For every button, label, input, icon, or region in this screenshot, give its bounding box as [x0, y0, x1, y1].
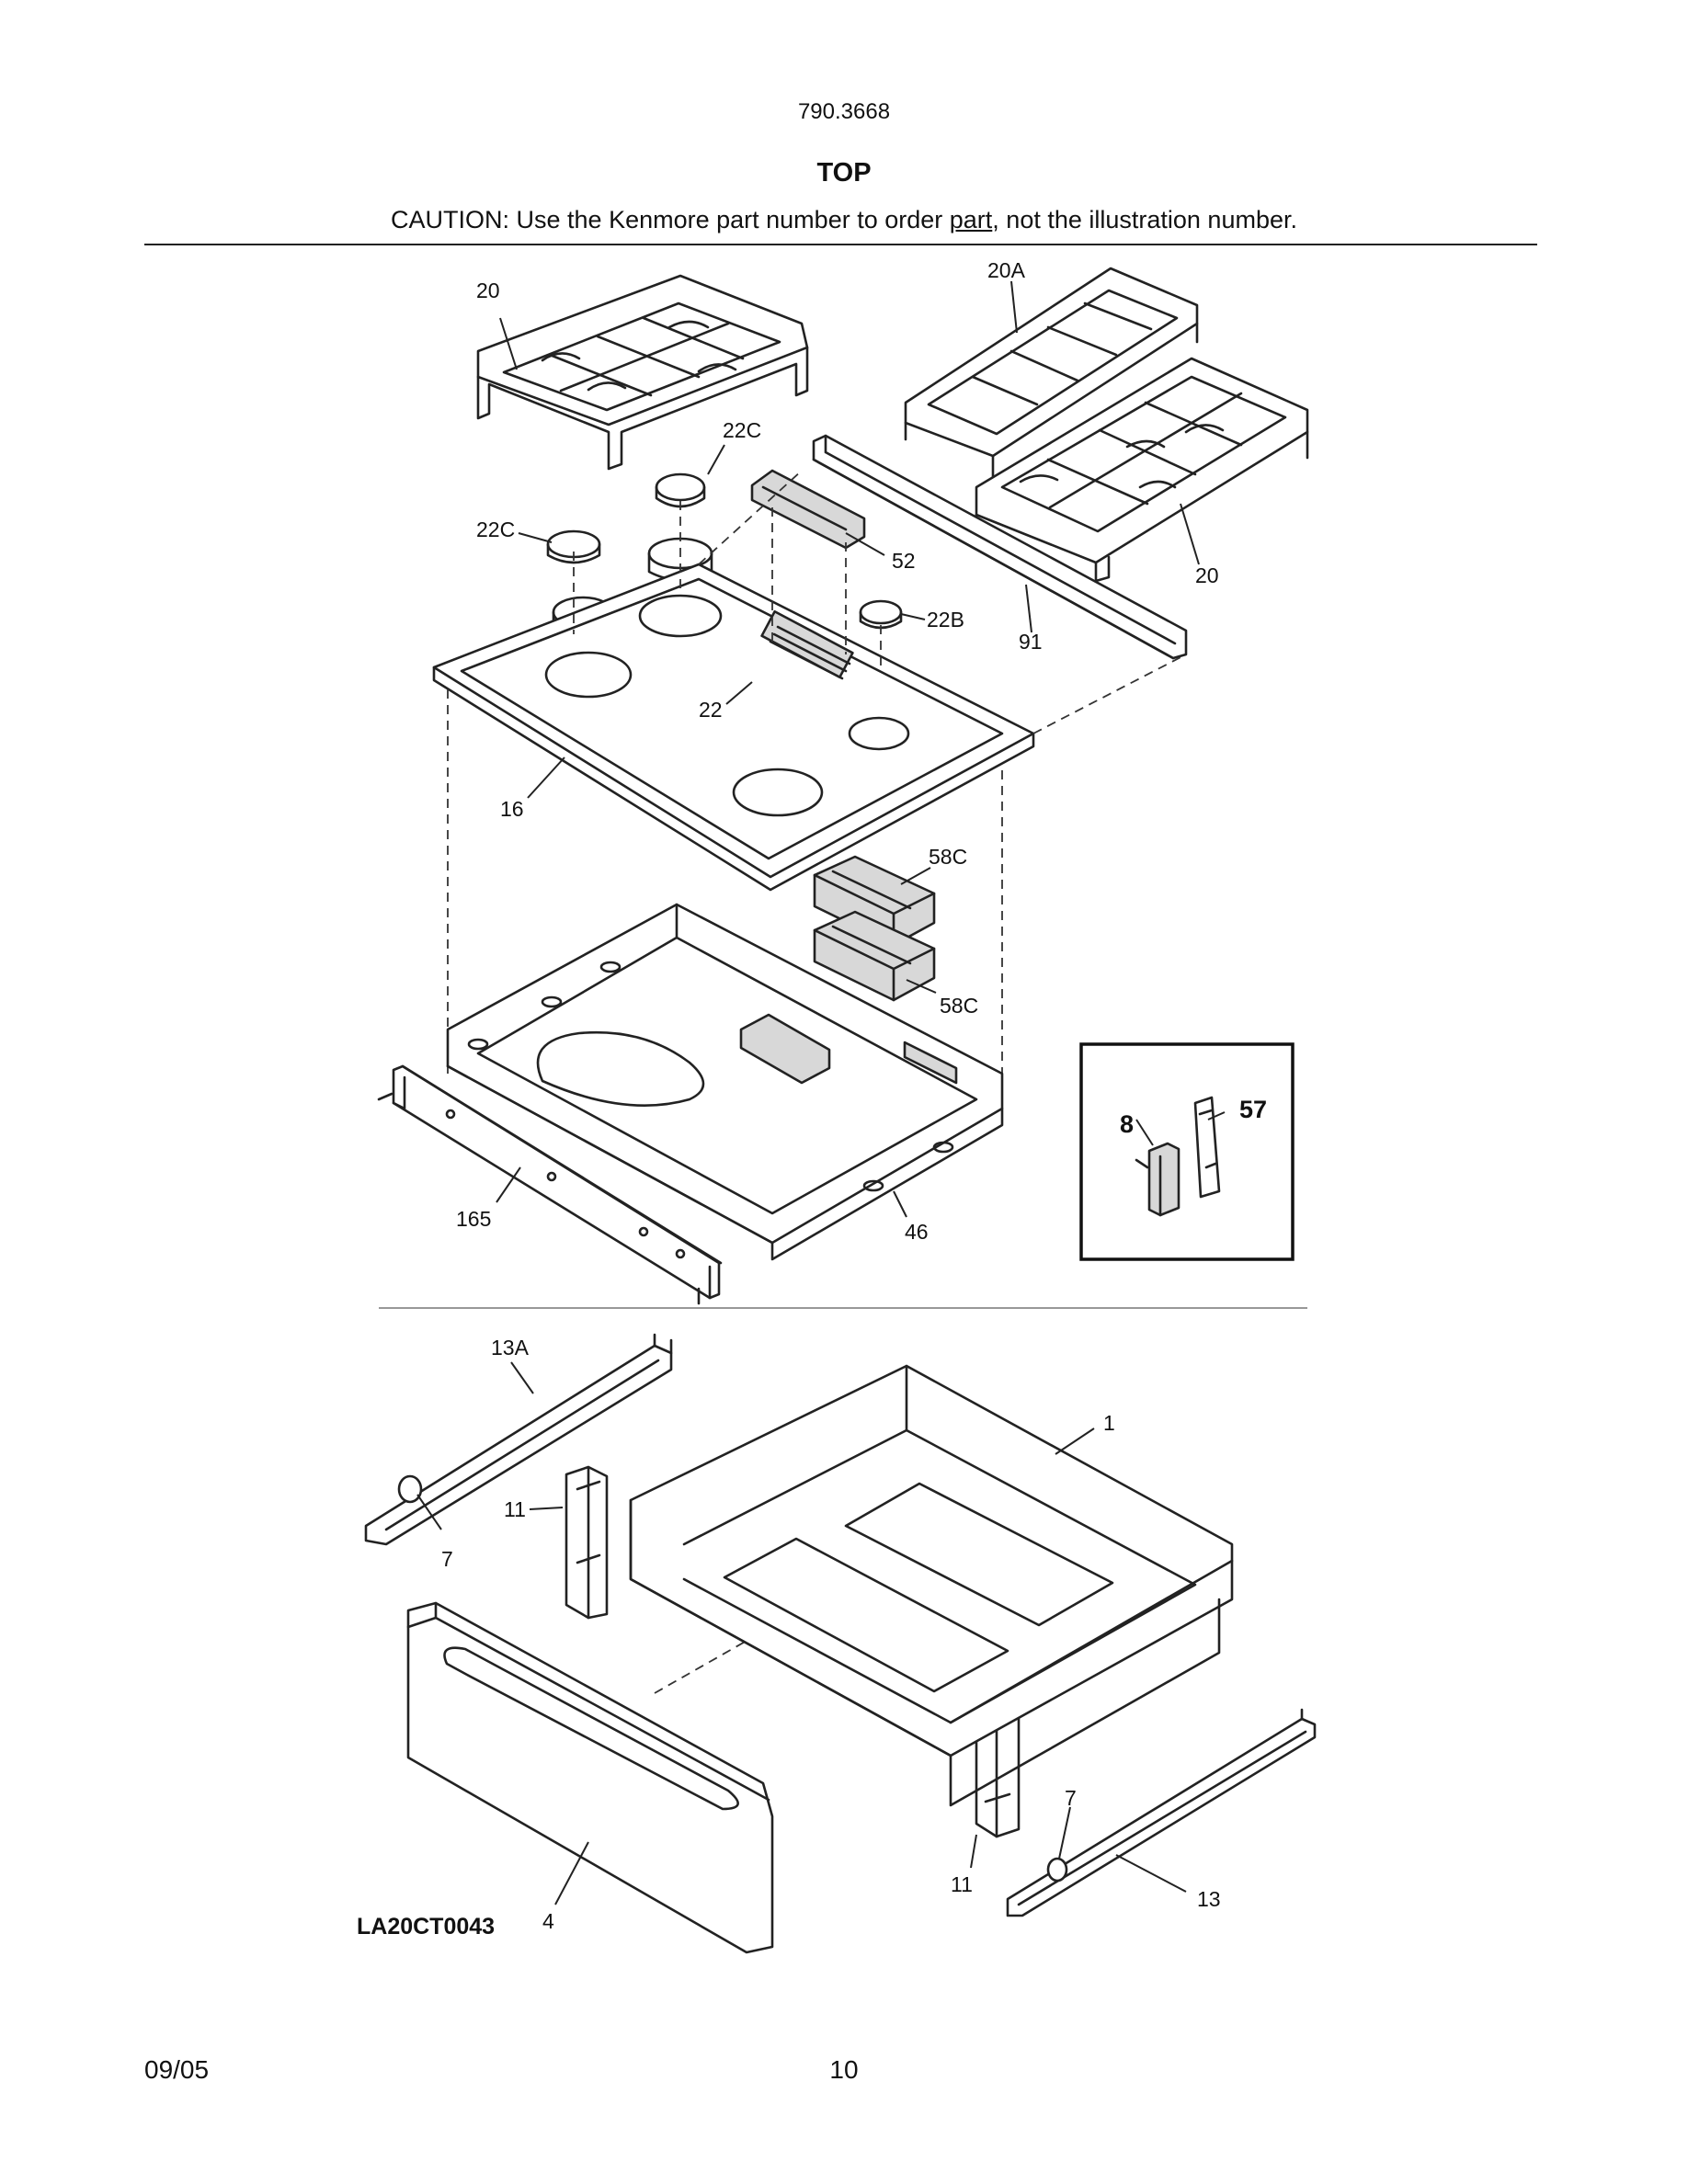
- callout-grate-left: 20: [476, 279, 500, 302]
- callout-insulation-lower: 58C: [940, 994, 978, 1018]
- callout-bracket-left: 11: [504, 1497, 526, 1521]
- diagram-id: LA20CT0043: [357, 1914, 496, 1939]
- page-number: 10: [829, 2055, 859, 2084]
- callout-cooktop: 16: [500, 797, 524, 821]
- callout-trim-strip: 91: [1019, 630, 1043, 654]
- callout-roller-left: 7: [441, 1547, 453, 1571]
- callout-control-bracket: 165: [456, 1207, 491, 1231]
- inset-detail-box: [1079, 1042, 1295, 1261]
- callout-cap-small-rear: 22C: [723, 418, 761, 442]
- callout-griddle-cover: 52: [892, 549, 916, 573]
- callout-slide-right: 13: [1197, 1887, 1221, 1911]
- callout-cap-small-left: 22C: [476, 518, 515, 541]
- caution-prefix: CAUTION: Use the Kenmore part number to …: [391, 206, 950, 233]
- callout-roller-right: 7: [1065, 1786, 1077, 1810]
- drawer-body: [629, 1364, 1234, 1807]
- trim-strip: [812, 434, 1188, 660]
- cooktop-frame: [446, 903, 1004, 1261]
- callout-cap-rear-right: 22B: [927, 608, 964, 631]
- callout-drawer-body: 1: [1103, 1411, 1115, 1435]
- callout-grate-center: 20A: [987, 258, 1026, 282]
- callout-inset-part-a: 8: [1120, 1110, 1134, 1138]
- grate-center: [904, 267, 1199, 478]
- grate-left: [476, 274, 809, 471]
- drawer-slide-right: [1006, 1708, 1317, 1917]
- callout-labels: 20 20A 20 22C 22C 52 22B 91 22 16 58C 58…: [441, 258, 1267, 1933]
- caution-suffix: , not the illustration number.: [992, 206, 1297, 233]
- callout-drawer-front: 4: [542, 1909, 554, 1933]
- caution-note: CAUTION: Use the Kenmore part number to …: [0, 206, 1688, 234]
- callout-slide-left: 13A: [491, 1336, 530, 1359]
- leader-lines: [416, 280, 1226, 1905]
- callout-cap-large: 22: [699, 698, 723, 722]
- model-number: 790.3668: [797, 99, 891, 124]
- control-bracket: [377, 1064, 723, 1305]
- callout-grate-right: 20: [1195, 563, 1219, 587]
- griddle-cover: [750, 469, 866, 550]
- section-title: TOP: [816, 158, 872, 188]
- drawer-front: [406, 1601, 774, 1954]
- callout-insulation-upper: 58C: [929, 845, 967, 869]
- insulation-blocks: [813, 855, 936, 1002]
- callout-inset-part-b: 57: [1239, 1096, 1267, 1123]
- footer-date: 09/05: [144, 2055, 210, 2084]
- callout-cooktop-frame: 46: [905, 1220, 929, 1244]
- callout-bracket-right: 11: [951, 1872, 973, 1896]
- drawer-slide-left: [364, 1333, 673, 1546]
- caution-underlined-word: part: [949, 206, 993, 233]
